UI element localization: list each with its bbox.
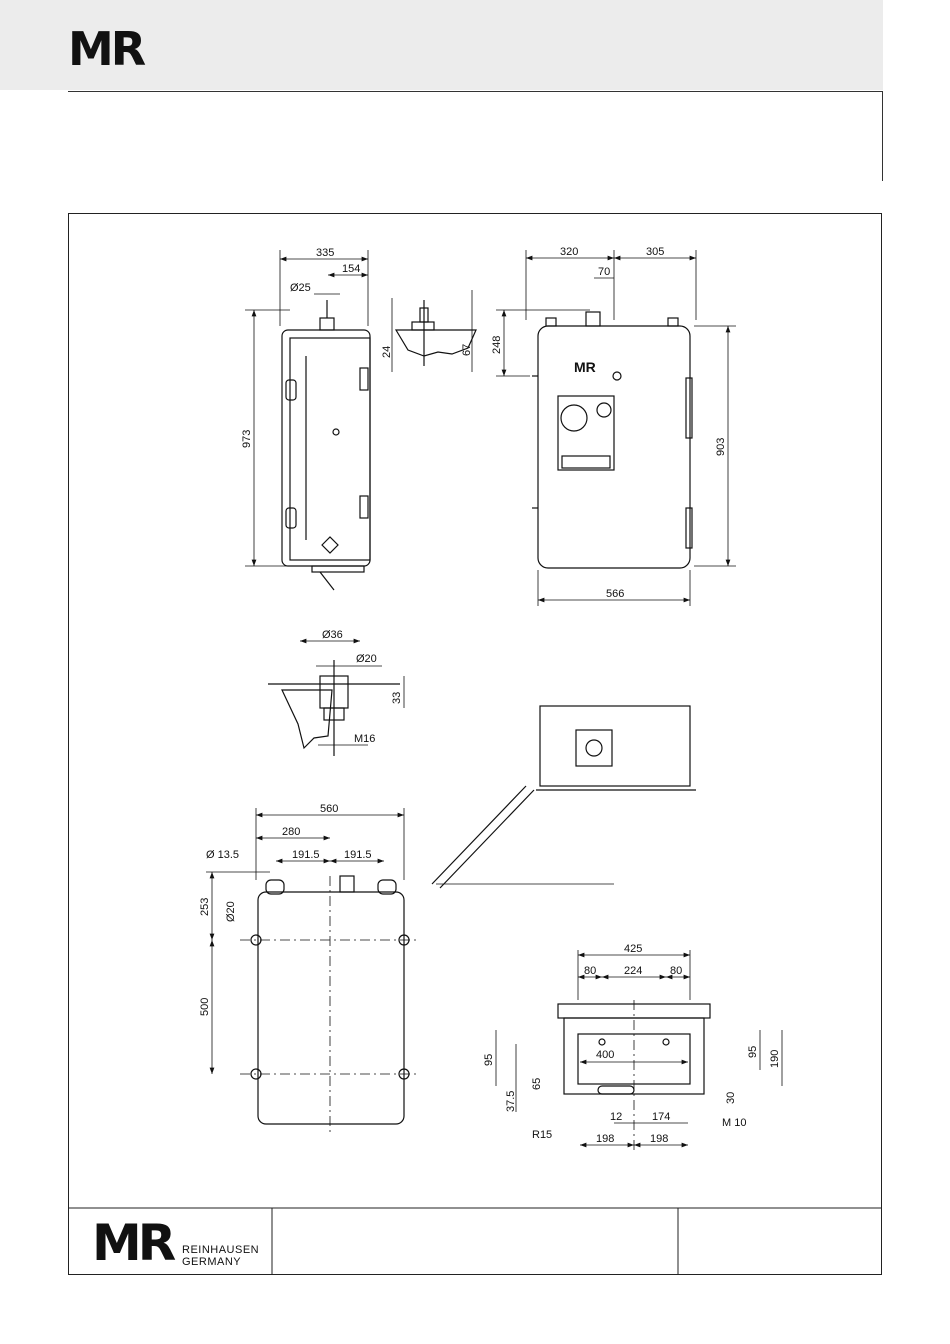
company-line1: REINHAUSEN [182,1245,259,1256]
dim-base-c: 80 [670,965,682,977]
dim-bolt-thread: M16 [354,733,375,745]
dim-base-inner: 400 [596,1049,614,1061]
dim-bottom-spacing: 500 [199,998,211,1016]
side-view [282,300,370,590]
dim-bolt-depth: 33 [391,692,403,704]
title-block-logo: MR [92,1218,172,1268]
dim-base-f: 174 [652,1111,670,1123]
dim-bolt-inner: Ø20 [356,653,377,665]
dim-base-v3: 37.5 [505,1091,517,1112]
bottom-view [240,876,420,1136]
dim-bolt-outer: Ø36 [322,629,343,641]
dim-bottom-width: 560 [320,803,338,815]
dim-detail-b: 67 [461,344,473,356]
dim-base-h2: 198 [650,1133,668,1145]
dim-bottom-right: 191.5 [344,849,372,861]
dim-base-thread: M 10 [722,1117,746,1129]
dim-bottom-left: 191.5 [292,849,320,861]
front-logo: MR [574,359,596,375]
dim-detail-a: 24 [381,346,393,358]
door-open-view [432,706,696,888]
front-view [532,312,692,568]
dim-side-offset: 154 [342,263,360,275]
dim-bottom-top: 253 [199,898,211,916]
company-line2: GERMANY [182,1257,259,1268]
dim-base-g: 198 [596,1133,614,1145]
dim-front-width: 566 [606,588,624,600]
dim-base-v2: 65 [531,1078,543,1090]
dim-base-h: 190 [769,1050,781,1068]
dim-bottom-hole: Ø 13.5 [206,849,239,861]
dim-side-width: 335 [316,247,334,259]
dim-front-offset: 70 [598,266,610,278]
dim-base-d: 30 [725,1092,737,1104]
dim-base-radius: R15 [532,1129,552,1141]
dim-side-diameter: Ø25 [290,282,311,294]
dim-base-e: 12 [610,1111,622,1123]
bolt-detail [268,660,400,756]
dim-front-right: 305 [646,246,664,258]
dim-bottom-half: 280 [282,826,300,838]
dim-bottom-hole2: Ø20 [225,901,237,922]
dim-front-top: 248 [491,336,503,354]
dim-base-a: 80 [584,965,596,977]
title-block-company: REINHAUSEN GERMANY [182,1245,259,1269]
dim-front-left: 320 [560,246,578,258]
dim-front-height: 903 [715,438,727,456]
dim-base-r: 95 [747,1046,759,1058]
dim-base-v1: 95 [483,1054,495,1066]
dim-base-width: 425 [624,943,642,955]
dim-side-height: 973 [241,430,253,448]
dim-base-b: 224 [624,965,642,977]
base-view [558,1000,710,1152]
